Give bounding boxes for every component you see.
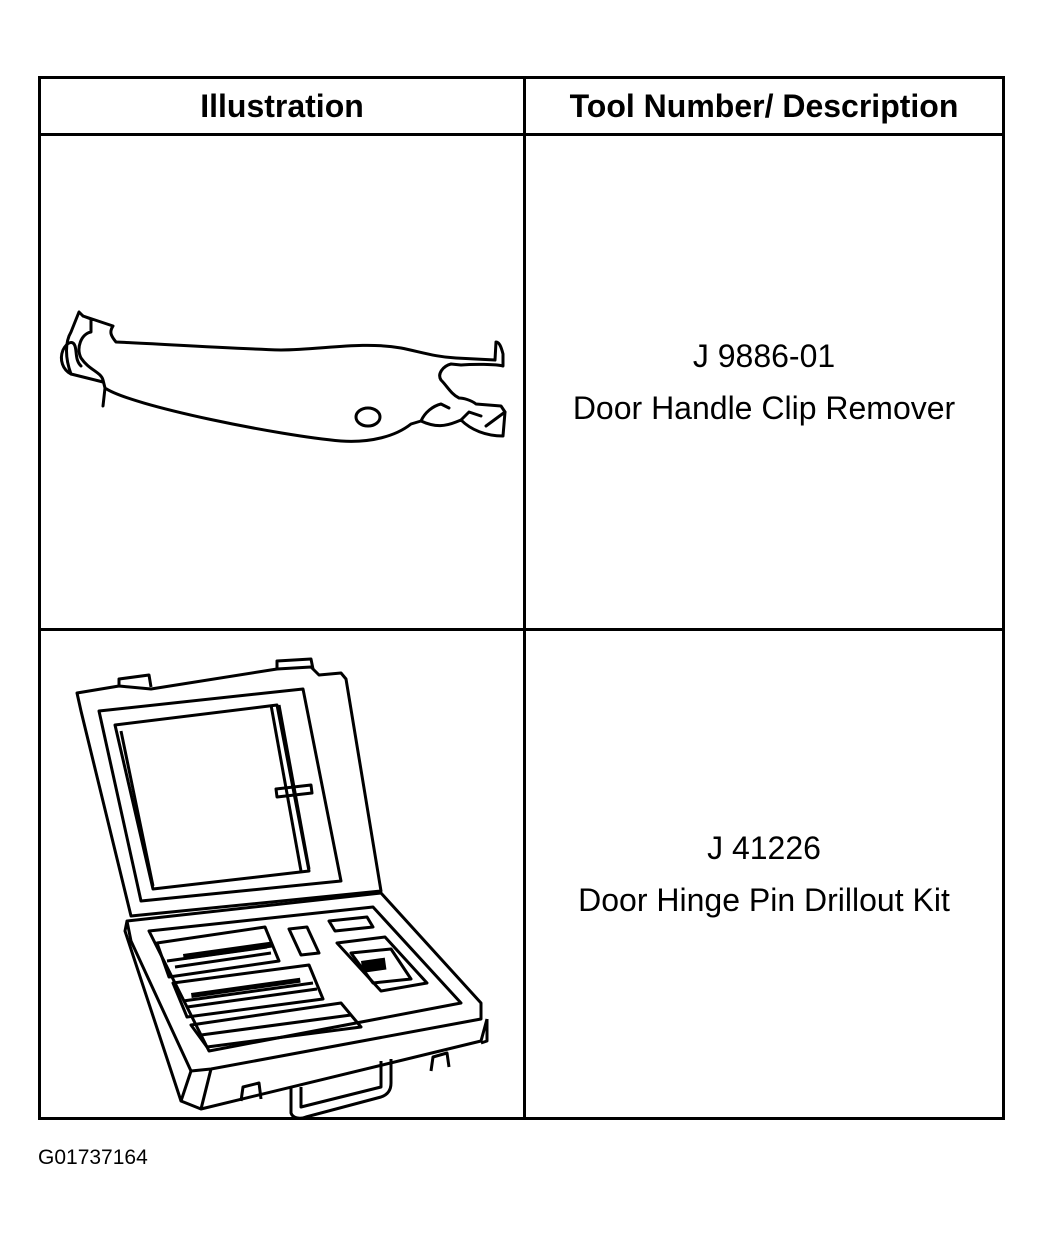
door-handle-clip-remover-icon: [41, 136, 523, 628]
column-divider: [523, 79, 526, 1117]
row-divider: [41, 628, 1002, 631]
header-tool-description: Tool Number/ Description: [569, 87, 959, 124]
illustration-cell-1: [41, 136, 523, 628]
tool-table: Illustration Tool Number/ Description J …: [38, 76, 1005, 1120]
description-cell-2: J 41226 Door Hinge Pin Drillout Kit: [526, 631, 1002, 1117]
header-divider: [41, 133, 1002, 136]
header-illustration: Illustration: [200, 87, 364, 124]
tool-number: J 9886-01: [692, 338, 836, 374]
tool-number: J 41226: [707, 830, 821, 866]
figure-id: G01737164: [38, 1146, 148, 1169]
drillout-kit-case-icon: [41, 631, 523, 1117]
description-cell-1: J 9886-01 Door Handle Clip Remover: [526, 136, 1002, 628]
tool-description: Door Hinge Pin Drillout Kit: [578, 882, 950, 918]
tool-description: Door Handle Clip Remover: [572, 390, 956, 426]
illustration-cell-2: [41, 631, 523, 1117]
